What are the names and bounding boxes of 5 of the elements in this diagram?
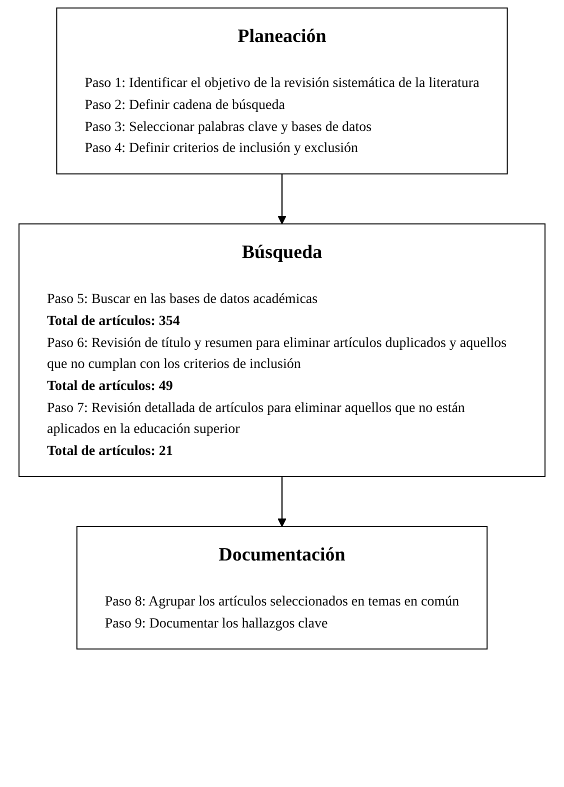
- node-box: Documentación Paso 8: Agrupar los artículos seleccionados en temas en común Paso 9: Documentar los hallazgos clave: [76, 526, 488, 650]
- node-box: Planeación Paso 1: Identificar el objetivo de la revisión sistemática de la literatura Paso 2: Definir cadena de búsqueda Paso 3: Seleccionar palabras clave y bases de datos Paso 4: Definir criterios de inclusión y exclusión: [56, 8, 508, 174]
- node-box: Búsqueda Paso 5: Buscar en las bases de datos académicas Total de artículos: 354 Paso 6: Revisión de título y resumen para eliminar artículos duplicados y aquellos que no cumplan con los criterios de inclusión Total de artículos: 49 Paso 7: Revisión detallada de artículos para eliminar aquellos que no están aplicados en la educación superior Total de artículos: 21: [18, 223, 546, 477]
- arrow: [278, 476, 286, 527]
- arrow: [278, 174, 286, 224]
